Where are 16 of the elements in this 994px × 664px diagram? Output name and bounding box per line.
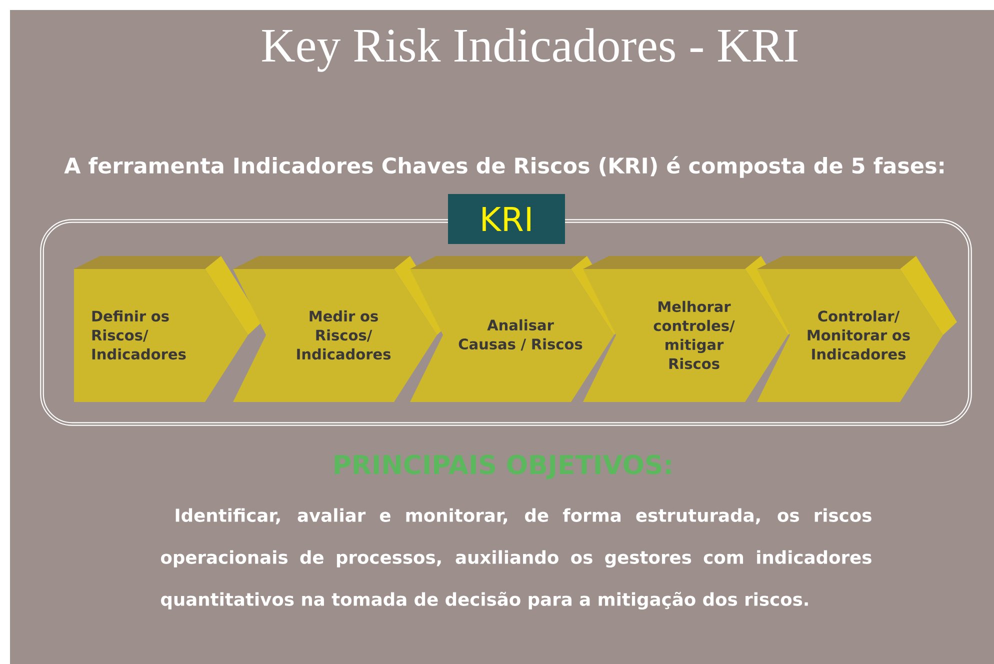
node-label: Controlar/ Monitorar os Indicadores [808, 310, 910, 360]
chevron-step: Controlar/ Monitorar os Indicadores [757, 256, 957, 402]
chevron-step: Medir os Riscos/ Indicadores [233, 256, 451, 402]
node-label: Medir os Riscos/ Indicadores [297, 310, 391, 360]
heading-badge: KRI [448, 194, 565, 244]
node-label: Definir os Riscos/ Indicadores [92, 310, 186, 360]
rounded-frame [40, 194, 972, 426]
chevron-step: Melhorar controles/ mitigar Riscos [583, 256, 802, 402]
chevron-step: Analisar Causas / Riscos [410, 256, 628, 402]
node-label: Melhorar controles/ mitigar Riscos [654, 300, 735, 370]
title: Key Risk Indicadores - KRI [262, 28, 798, 72]
chevron-step: Definir os Riscos/ Indicadores [74, 256, 262, 402]
paragraph: Identificar, avaliar e monitorar, de forma estruturada, os riscos operacionais de processos, auxiliando os gestores com indicadores quantitativos na tomada de decisão para a mitigação dos riscos. [160, 508, 872, 610]
section-heading: PRINCIPAIS OBJETIVOS: [334, 454, 671, 480]
subtitle: A ferramenta Indicadores Chaves de Riscos (KRI) é composta de 5 fases: [64, 156, 944, 178]
node-label: Analisar Causas / Riscos [458, 319, 582, 351]
